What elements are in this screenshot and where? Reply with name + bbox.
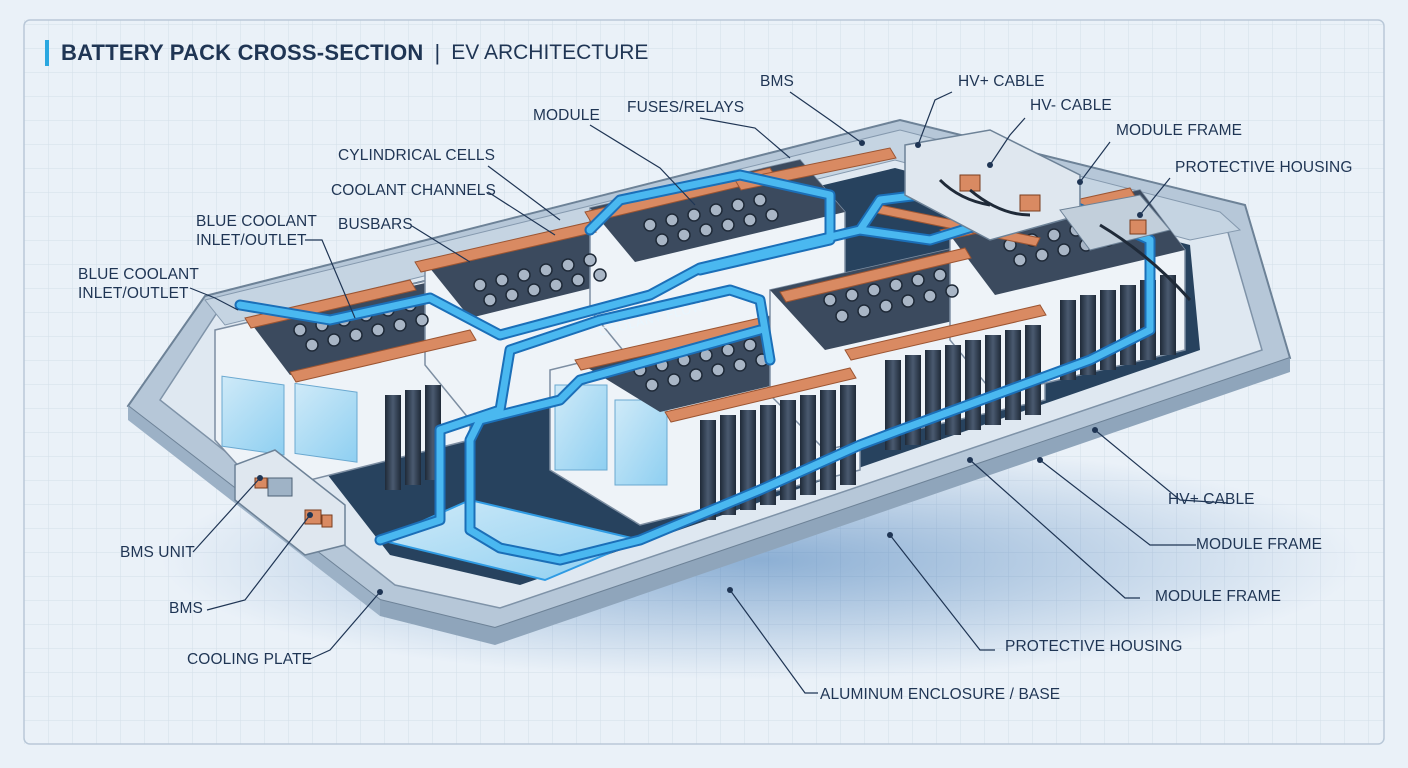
label-cylindrical-cells: CYLINDRICAL CELLS — [338, 147, 496, 164]
label-blue-coolant-2: BLUE COOLANT INLET/OUTLET — [78, 266, 199, 302]
label-busbars: BUSBARS — [338, 216, 413, 233]
label-coolant-channels: COOLANT CHANNELS — [331, 182, 496, 199]
frame-border — [23, 19, 1385, 745]
label-module-frame-top: MODULE FRAME — [1116, 122, 1243, 139]
label-bms-top: BMS — [760, 73, 794, 90]
label-hv-plus-cable-bottom: HV+ CABLE — [1168, 491, 1255, 508]
label-aluminum-enclosure: ALUMINUM ENCLOSURE / BASE — [820, 686, 1061, 703]
title-separator: | — [434, 40, 441, 65]
label-hv-minus-cable: HV- CABLE — [1030, 97, 1112, 114]
leader-dots — [257, 140, 1143, 595]
title-accent-bar — [45, 40, 49, 66]
label-protective-housing-bottom: PROTECTIVE HOUSING — [1005, 638, 1183, 655]
label-bms-bottom: BMS — [169, 600, 203, 617]
label-protective-housing-top: PROTECTIVE HOUSING — [1175, 159, 1353, 176]
label-fuses-relays: FUSES/RELAYS — [627, 99, 745, 116]
label-cooling-plate: COOLING PLATE — [187, 651, 313, 668]
title-subtitle: EV ARCHITECTURE — [451, 41, 649, 64]
label-module-frame-bottom-1: MODULE FRAME — [1196, 536, 1323, 553]
label-module: MODULE — [533, 107, 600, 124]
label-module-frame-bottom-2: MODULE FRAME — [1155, 588, 1282, 605]
label-bms-unit: BMS UNIT — [120, 544, 195, 561]
leader-lines — [189, 91, 1229, 694]
bms-box-top — [904, 129, 1192, 301]
title-main: BATTERY PACK CROSS-SECTION — [61, 40, 424, 65]
label-hv-plus-cable-top: HV+ CABLE — [958, 73, 1045, 90]
diagram-title: BATTERY PACK CROSS-SECTION | EV ARCHITEC… — [45, 38, 648, 68]
label-blue-coolant-1: BLUE COOLANT INLET/OUTLET — [196, 213, 317, 249]
cylindrical-cells — [293, 193, 1115, 392]
